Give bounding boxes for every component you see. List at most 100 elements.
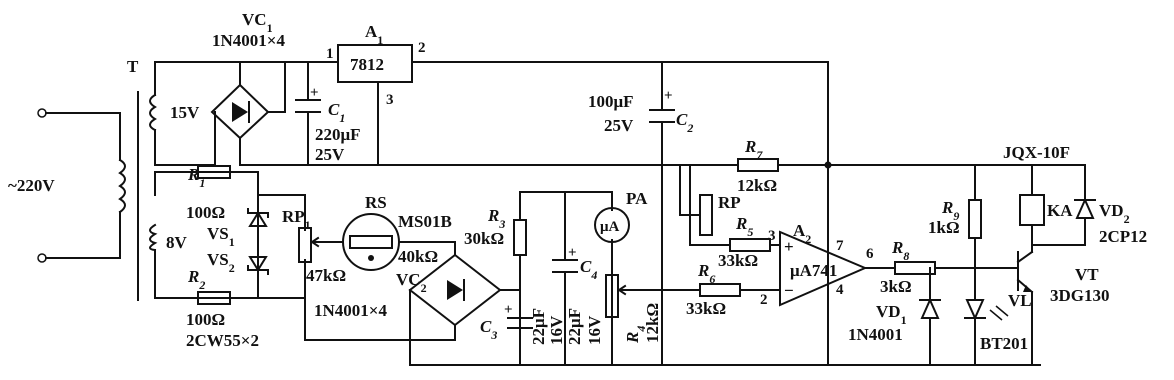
vs1-label: VS1 [207, 224, 235, 249]
rs-label: RS [365, 193, 387, 212]
bridge-vc2 [408, 253, 502, 327]
a1-pin3: 3 [386, 92, 394, 108]
a1-label: A1 [365, 22, 383, 47]
c4-label: C4 [580, 257, 597, 282]
resistor-r3 [513, 219, 527, 256]
regulator-a1 [337, 44, 413, 83]
rs-value: 40kΩ [398, 247, 438, 266]
pa-unit: μA [600, 219, 620, 235]
vc1-label: VC1 [242, 10, 273, 35]
relay-part: JQX-10F [1003, 143, 1070, 162]
zener-vs2 [247, 256, 269, 275]
c3-label: C3 [480, 317, 497, 342]
capacitor-c2 [649, 109, 675, 123]
capacitor-c4 [552, 259, 578, 273]
transformer-label: T [127, 57, 139, 76]
diode-vd1 [919, 297, 941, 319]
resistor-r1 [197, 165, 231, 179]
transformer-primary-coil [118, 158, 126, 214]
a2-plus: + [784, 237, 794, 256]
a1-pin1: 1 [326, 46, 334, 62]
r3-label: R3 [487, 206, 505, 231]
secondary-coil-15v [149, 93, 157, 132]
c3-value1: 22μF [529, 308, 548, 345]
bridge-vc1 [210, 83, 270, 140]
a2-pin7: 7 [836, 238, 844, 254]
r2-value: 100Ω [186, 310, 225, 329]
secondary-8v-label: 8V [166, 233, 188, 252]
c2-value2: 25V [604, 116, 634, 135]
resistor-r9 [968, 199, 982, 239]
relay-coil-label: KA [1047, 201, 1073, 220]
c4-plus: + [568, 245, 577, 261]
mains-label: ~220V [8, 176, 55, 195]
potentiometer-rp1 [298, 227, 323, 263]
r6-value: 33kΩ [686, 299, 726, 318]
r8-label: R8 [891, 238, 909, 263]
a2-pin6: 6 [866, 246, 874, 262]
potentiometer-rp [699, 194, 713, 236]
c2-value1: 100μF [588, 92, 634, 111]
vc2-label: VC2 [396, 270, 427, 295]
vl-part: BT201 [980, 334, 1028, 353]
r9-value: 1kΩ [928, 218, 960, 237]
vc2-value: 1N4001×4 [314, 301, 387, 320]
vt-part: 3DG130 [1050, 286, 1110, 305]
r9-label: R9 [941, 198, 959, 223]
c4-value2: 16V [585, 315, 604, 345]
resistor-r2 [197, 291, 231, 305]
mains-terminal-top [37, 108, 47, 118]
r4-label: R4 [623, 326, 648, 344]
junction-dot [824, 161, 832, 169]
a2-pin4: 4 [836, 282, 844, 298]
r8-value: 3kΩ [880, 277, 912, 296]
r3-value: 30kΩ [464, 229, 504, 248]
capacitor-c1 [295, 99, 321, 113]
c1-label: C1 [328, 100, 345, 125]
c2-plus: + [664, 88, 673, 104]
c1-value2: 25V [315, 145, 345, 164]
a1-part: 7812 [350, 55, 384, 74]
r5-value: 33kΩ [718, 251, 758, 270]
r4-value: 12kΩ [643, 303, 662, 343]
a2-minus: − [784, 281, 794, 300]
r1-label: R1 [187, 165, 205, 190]
relay-coil-ka [1019, 194, 1045, 226]
c1-value1: 220μF [315, 125, 361, 144]
labels: ~220V T 15V 8V VC1 1N4001×4 A1 7812 1 2 … [8, 10, 1147, 353]
c2-label: C2 [676, 110, 693, 135]
resistor-r6 [699, 283, 741, 297]
mains-terminal-bottom [37, 253, 47, 263]
vs2-label: VS2 [207, 250, 235, 275]
vd1-part: 1N4001 [848, 325, 903, 344]
vt-label: VT [1075, 265, 1099, 284]
a2-pin3: 3 [768, 228, 776, 244]
a2-label: A2 [793, 221, 811, 246]
rp1-label: RP1 [282, 207, 311, 232]
rs-part: MS01B [398, 212, 452, 231]
a2-part: μA741 [790, 261, 837, 280]
r6-label: R6 [697, 261, 715, 286]
resistor-r5 [729, 238, 771, 252]
vd2-label: VD2 [1099, 201, 1130, 226]
a1-pin2: 2 [418, 40, 426, 56]
transistor-vt [1009, 250, 1034, 294]
c3-value2: 16V [547, 315, 566, 345]
opamp-a2 [777, 230, 868, 307]
r1-value: 100Ω [186, 203, 225, 222]
r5-label: R5 [735, 214, 753, 239]
secondary-coil-8v [149, 223, 158, 252]
pa-label: PA [626, 189, 648, 208]
potentiometer-r4 [605, 274, 629, 318]
secondary-15v-label: 15V [170, 103, 200, 122]
rp1-value: 47kΩ [306, 266, 346, 285]
a2-pin2: 2 [760, 292, 768, 308]
wires [37, 61, 1086, 366]
sensor-rs [342, 213, 400, 271]
microammeter-pa [594, 207, 630, 243]
resistor-r8 [894, 261, 936, 275]
zener-vs1 [247, 171, 269, 299]
c4-value1: 22μF [565, 308, 584, 345]
vd1-label: VD1 [876, 302, 907, 327]
